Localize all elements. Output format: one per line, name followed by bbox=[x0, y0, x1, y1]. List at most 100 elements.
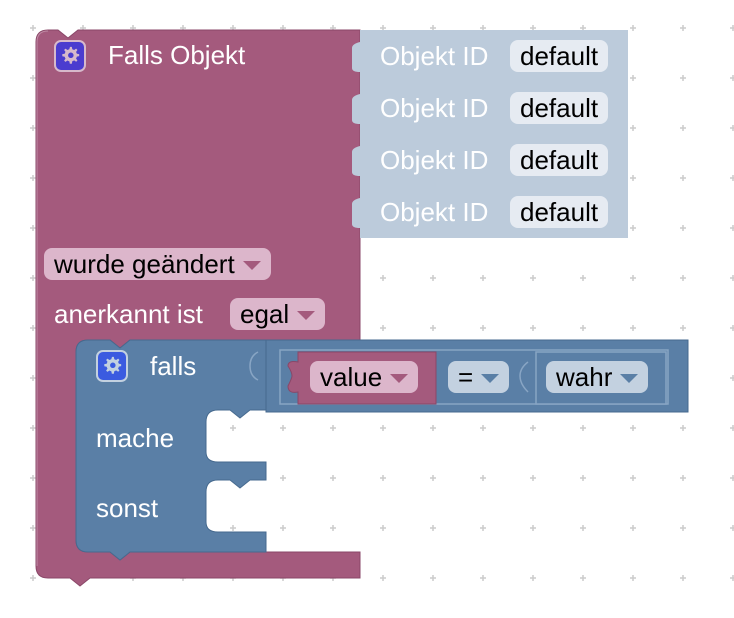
grid-dot bbox=[730, 175, 734, 181]
grid-dot bbox=[480, 525, 486, 531]
ack-dropdown[interactable]: egal bbox=[230, 298, 326, 330]
objid-input-3[interactable]: default bbox=[510, 144, 609, 176]
grid-dot bbox=[30, 375, 36, 381]
grid-dot bbox=[580, 275, 586, 281]
grid-dot bbox=[430, 575, 436, 581]
grid-dot bbox=[380, 425, 386, 431]
grid-dot bbox=[30, 25, 36, 31]
chevron-down-icon bbox=[242, 260, 261, 270]
grid-dot bbox=[430, 275, 436, 281]
objid-value-3: default bbox=[520, 145, 599, 175]
grid-dot bbox=[680, 475, 686, 481]
grid-dot bbox=[730, 425, 734, 431]
grid-dot bbox=[680, 25, 686, 31]
grid-dot bbox=[730, 75, 734, 81]
grid-dot bbox=[480, 425, 486, 431]
grid-dot bbox=[530, 575, 536, 581]
grid-dot bbox=[580, 425, 586, 431]
grid-dot bbox=[430, 475, 436, 481]
grid-dot bbox=[30, 425, 36, 431]
objid-input-4[interactable]: default bbox=[510, 196, 609, 228]
grid-dot bbox=[680, 175, 686, 181]
gear-icon bbox=[62, 46, 80, 64]
grid-dot bbox=[630, 175, 636, 181]
bool-dropdown-value: wahr bbox=[556, 362, 613, 392]
grid-dot bbox=[380, 275, 386, 281]
bool-dropdown[interactable]: wahr bbox=[546, 361, 649, 393]
grid-dot bbox=[680, 225, 686, 231]
objid-input-1[interactable]: default bbox=[510, 40, 609, 72]
grid-dot bbox=[280, 475, 286, 481]
grid-dot bbox=[630, 75, 636, 81]
grid-dot bbox=[730, 525, 734, 531]
grid-dot bbox=[530, 275, 536, 281]
objid-label-3: Objekt ID bbox=[380, 145, 489, 175]
grid-dot bbox=[680, 325, 686, 331]
grid-dot bbox=[530, 425, 536, 431]
gear-icon bbox=[104, 356, 122, 374]
grid-dot bbox=[580, 325, 586, 331]
grid-dot bbox=[380, 475, 386, 481]
value-dropdown[interactable]: value bbox=[310, 361, 419, 393]
grid-dot bbox=[580, 525, 586, 531]
trigger-gear-button[interactable] bbox=[54, 40, 86, 72]
grid-dot bbox=[330, 475, 336, 481]
grid-dot bbox=[680, 575, 686, 581]
grid-dot bbox=[230, 525, 236, 531]
grid-dot bbox=[530, 525, 536, 531]
grid-dot bbox=[730, 25, 734, 31]
grid-dot bbox=[30, 75, 36, 81]
objid-label-1: Objekt ID bbox=[380, 41, 489, 71]
ack-label: anerkannt ist bbox=[54, 299, 203, 329]
ack-dropdown-value: egal bbox=[240, 299, 290, 329]
grid-dot bbox=[630, 325, 636, 331]
trigger-title: Falls Objekt bbox=[108, 40, 246, 70]
grid-dot bbox=[730, 475, 734, 481]
grid-dot bbox=[480, 325, 486, 331]
grid-dot bbox=[630, 525, 636, 531]
if-gear-button[interactable] bbox=[96, 350, 128, 382]
grid-dot bbox=[630, 225, 636, 231]
grid-dot bbox=[680, 425, 686, 431]
grid-dot bbox=[280, 425, 286, 431]
objid-input-2[interactable]: default bbox=[510, 92, 609, 124]
grid-dot bbox=[330, 425, 336, 431]
grid-dot bbox=[630, 575, 636, 581]
do-label: mache bbox=[96, 423, 175, 453]
grid-dot bbox=[380, 325, 386, 331]
grid-dot bbox=[380, 575, 386, 581]
chevron-down-icon bbox=[620, 373, 639, 383]
grid-dot bbox=[30, 125, 36, 131]
grid-dot bbox=[330, 525, 336, 531]
grid-dot bbox=[480, 475, 486, 481]
objid-label-4: Objekt ID bbox=[380, 197, 489, 227]
objid-value-1: default bbox=[520, 41, 599, 71]
grid-dot bbox=[730, 125, 734, 131]
grid-dot bbox=[480, 575, 486, 581]
grid-dot bbox=[430, 425, 436, 431]
grid-dot bbox=[680, 275, 686, 281]
grid-dot bbox=[630, 475, 636, 481]
grid-dot bbox=[30, 225, 36, 231]
grid-dot bbox=[530, 475, 536, 481]
condition-dropdown[interactable]: wurde geändert bbox=[44, 248, 271, 280]
grid-dot bbox=[680, 525, 686, 531]
grid-dot bbox=[730, 225, 734, 231]
grid-dot bbox=[30, 575, 36, 581]
grid-dot bbox=[30, 325, 36, 331]
chevron-down-icon bbox=[481, 373, 500, 383]
grid-dot bbox=[630, 425, 636, 431]
grid-dot bbox=[530, 325, 536, 331]
objid-label-2: Objekt ID bbox=[380, 93, 489, 123]
grid-dot bbox=[630, 25, 636, 31]
grid-dot bbox=[630, 125, 636, 131]
grid-dot bbox=[230, 425, 236, 431]
grid-dot bbox=[580, 475, 586, 481]
grid-dot bbox=[730, 275, 734, 281]
condition-dropdown-value: wurde geändert bbox=[54, 249, 235, 279]
grid-dot bbox=[430, 325, 436, 331]
grid-dot bbox=[380, 525, 386, 531]
grid-dot bbox=[580, 575, 586, 581]
grid-dot bbox=[680, 125, 686, 131]
operator-dropdown[interactable]: = bbox=[448, 361, 510, 393]
